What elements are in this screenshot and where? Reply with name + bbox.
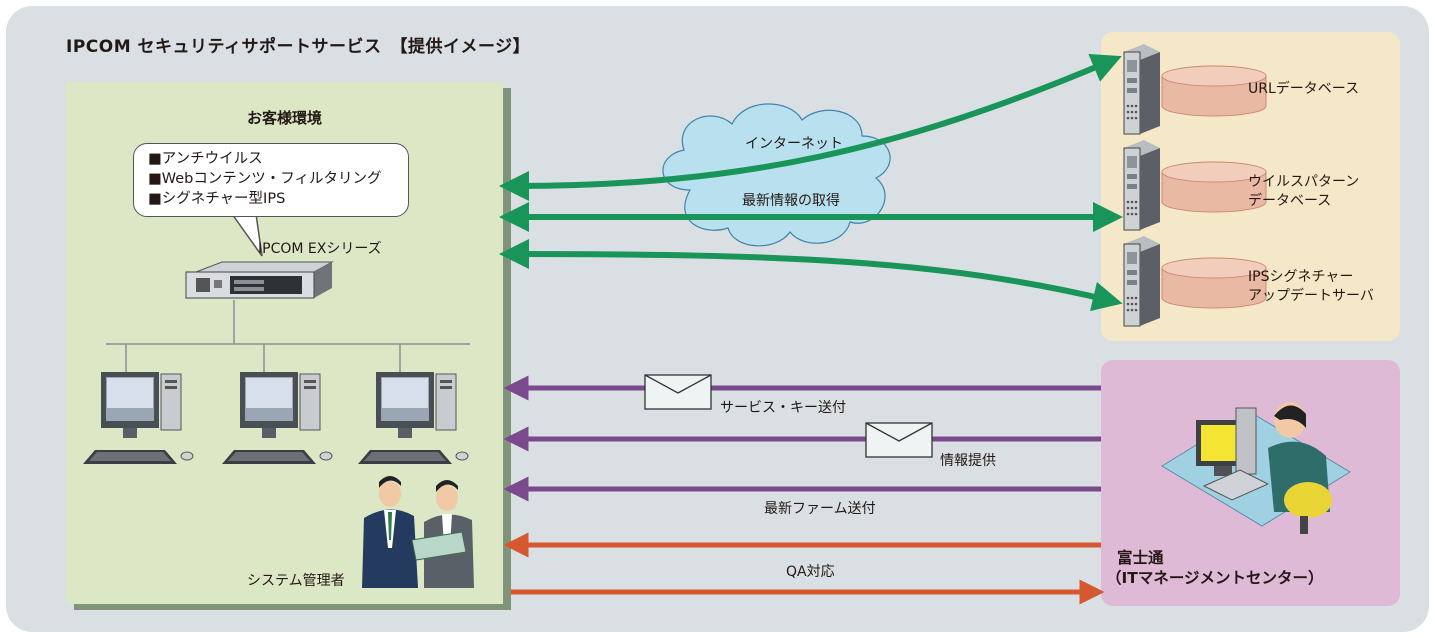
lan-lines bbox=[106, 300, 470, 372]
client-pc-1-icon bbox=[82, 371, 194, 465]
qa-label: QA対応 bbox=[786, 564, 835, 580]
url-server-icon bbox=[1123, 43, 1161, 135]
internet-label: インターネット bbox=[745, 136, 843, 152]
ips-server-icon bbox=[1123, 235, 1161, 327]
bubble-tail bbox=[231, 213, 263, 257]
service-url-db-label: URLデータベース bbox=[1248, 81, 1360, 97]
diagram-title: IPCOM セキュリティサポートサービス 【提供イメージ】 bbox=[66, 37, 531, 57]
latest-info-label: 最新情報の取得 bbox=[742, 193, 840, 209]
envelope-service-key-icon bbox=[644, 374, 712, 410]
arrow-ips-server bbox=[499, 239, 1123, 312]
virus-server-icon bbox=[1123, 139, 1161, 231]
customer-heading: お客様環境 bbox=[246, 109, 322, 127]
client-pc-3-icon bbox=[357, 371, 469, 465]
operator-icon bbox=[1161, 402, 1351, 534]
service-ips-server-label: IPSシグネチャー アップデートサーバ bbox=[1248, 269, 1374, 304]
administrators-icon bbox=[362, 476, 474, 588]
feature-bubble: ■アンチウイルス ■Webコンテンツ・フィルタリング ■シグネチャー型IPS bbox=[133, 143, 409, 217]
feature-antivirus: ■アンチウイルス bbox=[148, 151, 263, 167]
service-virus-db-label: ウイルスパターン データベース bbox=[1248, 174, 1360, 209]
fujitsu-center: （ITマネージメントセンター） bbox=[1106, 569, 1324, 587]
ipcom-device-icon bbox=[185, 261, 334, 299]
firmware-label: 最新ファーム送付 bbox=[764, 501, 876, 517]
fujitsu-name: 富士通 bbox=[1117, 549, 1164, 567]
service-key-label: サービス・キー送付 bbox=[720, 400, 846, 416]
client-pc-2-icon bbox=[221, 371, 333, 465]
envelope-info-icon bbox=[865, 422, 933, 458]
device-label: IPCOM EXシリーズ bbox=[258, 241, 382, 257]
admin-label: システム管理者 bbox=[247, 573, 345, 589]
feature-web-filtering: ■Webコンテンツ・フィルタリング bbox=[148, 171, 382, 187]
arrow-url-db bbox=[499, 54, 1122, 201]
feature-ips: ■シグネチャー型IPS bbox=[148, 191, 286, 207]
info-provide-label: 情報提供 bbox=[940, 453, 996, 469]
